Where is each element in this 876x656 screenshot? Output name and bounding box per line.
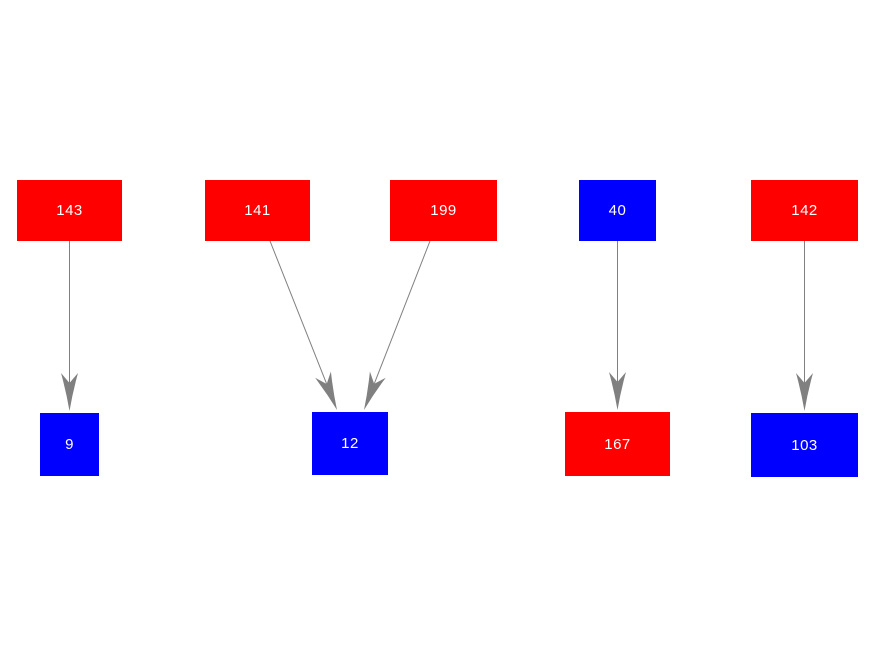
node-199: 199 [390,180,497,241]
node-40: 40 [579,180,656,241]
node-40-label: 40 [608,202,627,219]
edge-line-141-12 [269,240,329,388]
edge-arrowhead-141-12 [315,371,337,410]
node-141: 141 [205,180,310,241]
node-9: 9 [40,413,99,476]
edge-arrowhead-142-103 [796,373,813,411]
edge-line-199-12 [372,240,431,388]
node-12-label: 12 [341,435,359,452]
node-199-label: 199 [430,202,457,219]
node-141-label: 141 [244,202,271,219]
node-142-label: 142 [791,202,818,219]
node-167: 167 [565,412,670,476]
node-103: 103 [751,413,858,477]
edge-arrowhead-143-9 [61,373,78,411]
edge-arrowhead-40-167 [609,372,626,410]
node-143: 143 [17,180,122,241]
edge-arrowhead-199-12 [364,371,386,410]
node-167-label: 167 [604,435,631,453]
node-103-label: 103 [791,436,818,454]
node-9-label: 9 [65,436,74,453]
node-12: 12 [312,412,388,475]
node-142: 142 [751,180,858,241]
node-143-label: 143 [56,202,83,219]
